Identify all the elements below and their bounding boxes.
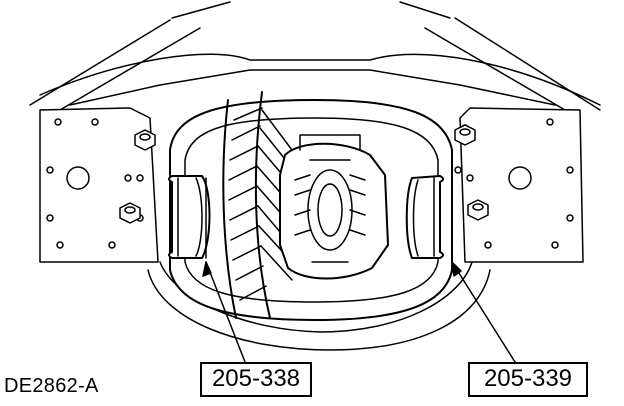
bolt-icon [134,129,156,151]
leader-line-right [451,261,516,363]
figure-id-label: DE2862-A [4,375,99,397]
left-mounting-plate [39,107,159,263]
callout-label: 205-339 [468,362,588,397]
callout-label: 205-338 [200,362,312,397]
bearing-cup-installer-left [168,175,211,259]
bolt-icon [467,199,489,221]
ring-gear [222,91,293,319]
right-mounting-plate [454,107,584,263]
differential-case [279,134,389,280]
bearing-cup-installer-right [405,175,444,259]
bolt-icon [119,202,141,224]
axle-housing [29,1,601,351]
leader-line-left [202,261,246,363]
bolt-icon [454,124,476,146]
